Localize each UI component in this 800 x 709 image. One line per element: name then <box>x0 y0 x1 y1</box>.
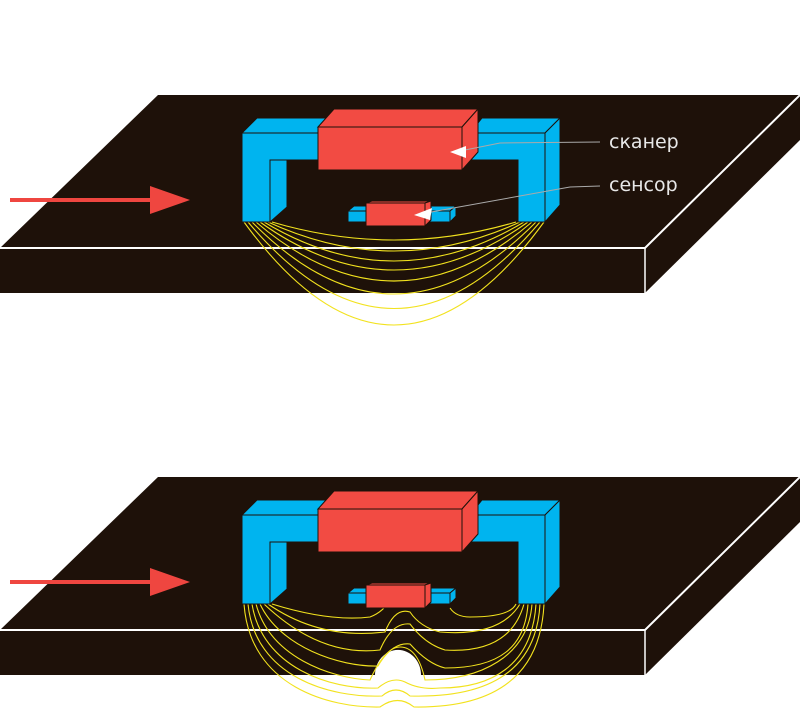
defect-cavity <box>375 649 421 675</box>
distorted-field-lines <box>243 603 545 708</box>
scanner-label: сканер <box>609 131 679 153</box>
pointer-arrow-icon <box>414 208 432 220</box>
sensor-callout: сенсор <box>414 174 678 220</box>
pointer-arrow-icon <box>450 146 466 158</box>
sensor-label: сенсор <box>609 174 678 196</box>
scanner-callout: сканер <box>450 131 679 158</box>
magnetic-field-lines <box>243 221 545 326</box>
scene-with-defect <box>0 476 800 708</box>
scene-no-defect: сканер сенсор <box>0 94 800 326</box>
